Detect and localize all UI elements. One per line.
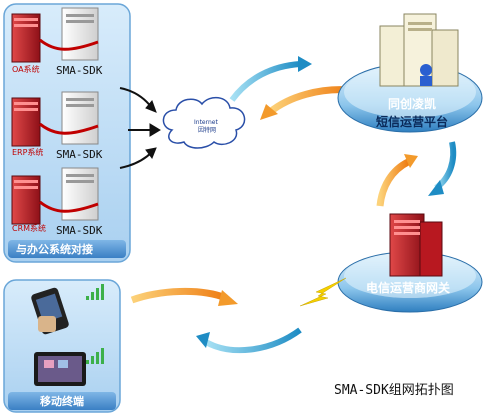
tablet-icon <box>34 352 86 386</box>
gateway-label: 电信运营商网关 <box>366 280 450 295</box>
office-panel: OA系统 SMA-SDK ERP系统 SMA-SDK CRM系统 SMA-SDK <box>3 3 131 263</box>
mobile-panel: 移动终端 <box>3 279 121 413</box>
gateway-mobile-arrows <box>130 288 302 354</box>
internet-label: Internet <box>194 119 218 126</box>
diagram-title: SMA-SDK组网拓扑图 <box>334 383 454 398</box>
platform-subtitle: 短信运营平台 <box>376 114 448 129</box>
oa-system: OA系统 SMA-SDK <box>11 7 103 77</box>
phone-icon <box>31 287 69 335</box>
platform-gateway-arrows <box>376 141 457 207</box>
office-caption: 与办公系统对接 <box>16 242 93 256</box>
crm-label: CRM系统 <box>12 223 46 233</box>
erp-system: ERP系统 SMA-SDK <box>11 91 103 161</box>
signal-bars-icon <box>86 348 104 364</box>
internet-platform-arrows <box>229 56 351 120</box>
erp-sdk-label: SMA-SDK <box>56 148 103 161</box>
signal-bars-icon <box>86 284 104 300</box>
crm-system: CRM系统 SMA-SDK <box>11 167 103 237</box>
office-to-internet-arrows <box>119 87 161 169</box>
internet-cloud: Internet 因特网 <box>162 96 246 149</box>
mobile-caption: 移动终端 <box>40 394 84 408</box>
oa-label: OA系统 <box>12 64 40 74</box>
sms-platform: 同创凌凯 短信运营平台 <box>337 13 483 133</box>
platform-name: 同创凌凯 <box>388 96 436 111</box>
oa-sdk-label: SMA-SDK <box>56 64 103 77</box>
erp-label: ERP系统 <box>12 147 43 157</box>
crm-sdk-label: SMA-SDK <box>56 224 103 237</box>
lightning-icon <box>299 277 347 307</box>
telecom-gateway: 电信运营商网关 <box>337 213 483 313</box>
internet-label-cn: 因特网 <box>198 126 216 134</box>
